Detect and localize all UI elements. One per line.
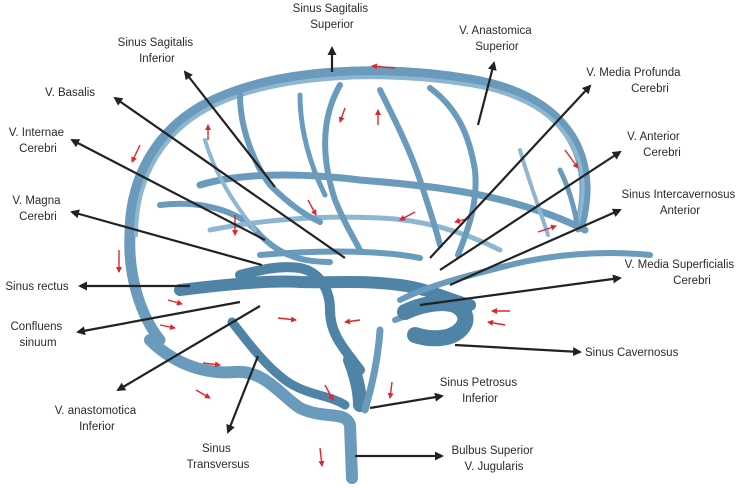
label-v-magna-cerebri: V. Magna Cerebri xyxy=(12,195,63,223)
label-v-media-superficialis-cerebri: V. Media Superficialis Cerebri xyxy=(625,259,738,287)
label-sinus-sagitalis-superior: Sinus Sagitalis Superior xyxy=(293,3,372,31)
labels: Sinus Sagitalis Superior V. Anastomica S… xyxy=(5,3,739,473)
label-v-anastomotica-superior: V. Anastomica Superior xyxy=(459,25,535,53)
label-v-anterior-cerebri: V. Anterior Cerebri xyxy=(627,131,683,159)
label-sinus-transversus: Sinus Transversus xyxy=(187,443,250,471)
label-v-basalis: V. Basalis xyxy=(45,87,95,99)
label-bulbus-superior-v-jugularis: Bulbus Superior V. Jugularis xyxy=(451,445,536,473)
label-sinus-intercavernosus-anterior: Sinus Intercavernosus Anterior xyxy=(622,189,739,217)
vein-illustration xyxy=(124,66,653,484)
flow-arrows xyxy=(116,63,579,467)
label-v-anastomotica-inferior: V. anastomotica Inferior xyxy=(55,405,140,433)
label-sinus-cavernosus: Sinus Cavernosus xyxy=(585,347,679,359)
label-v-media-profunda-cerebri: V. Media Profunda Cerebri xyxy=(586,67,683,95)
label-confluens-sinuum: Confluens sinuum xyxy=(11,321,66,349)
label-sinus-rectus: Sinus rectus xyxy=(5,281,69,293)
pointer-arrows xyxy=(70,46,622,461)
label-sinus-sagitalis-inferior: Sinus Sagitalis Inferior xyxy=(118,37,197,65)
label-v-internae-cerebri: V. Internae Cerebri xyxy=(9,127,67,155)
label-sinus-petrosus-inferior: Sinus Petrosus Inferior xyxy=(440,377,521,405)
